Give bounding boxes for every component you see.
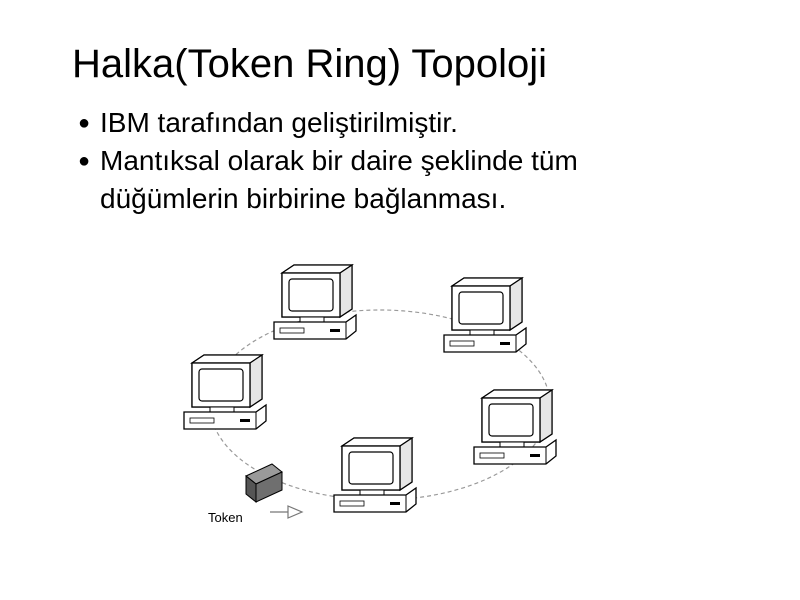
computer-icon [184,355,266,429]
bullet-list: ● IBM tarafından geliştirilmiştir. ● Man… [78,104,700,218]
bullet-item: ● IBM tarafından geliştirilmiştir. [78,104,700,142]
computer-icon [444,278,526,352]
bullet-text: IBM tarafından geliştirilmiştir. [100,107,458,138]
token-ring-diagram: Token [170,250,590,550]
token-icon [246,464,282,502]
bullet-dot: ● [78,104,90,142]
slide-title: Halka(Token Ring) Topoloji [72,38,547,90]
computer-icon [274,265,356,339]
bullet-item: ● Mantıksal olarak bir daire şeklinde tü… [78,142,700,218]
token-label: Token [208,510,243,525]
computer-icon [334,438,416,512]
bullet-text: Mantıksal olarak bir daire şeklinde tüm … [100,145,578,214]
direction-arrow-icon [270,506,302,518]
bullet-dot: ● [78,142,90,180]
computer-icon [474,390,556,464]
